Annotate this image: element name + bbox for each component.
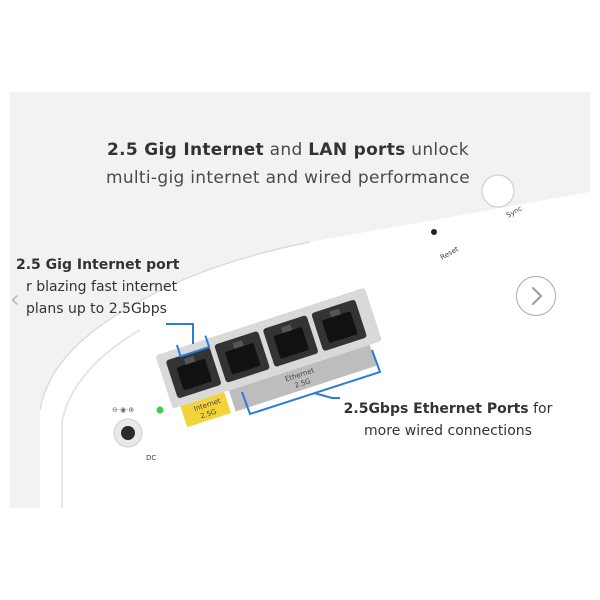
product-image-stage: Sync Reset ⊖·◉·⊕ DC [10,92,590,508]
ethernet-ports-callout-title: 2.5Gbps Ethernet Ports [343,401,529,417]
status-led [156,406,164,414]
headline-line-2: multi-gig internet and wired performance [105,168,471,188]
dc-polarity-icon: ⊖·◉·⊕ [112,406,134,414]
internet-port-callout-title: 2.5 Gig Internet port [16,257,180,273]
dc-label: DC [146,454,156,462]
ethernet-ports-callout-text: for [528,401,553,417]
ethernet-ports-callout-line-2: more wired connections [364,423,532,439]
router-body-outline [39,241,311,411]
internet-port-callout-line-1: r blazing fast internet [26,279,178,295]
headline-text-1: and [263,140,309,160]
ethernet-bracket-leader [313,392,340,399]
ethernet-port-tag [228,344,377,412]
router-body-edge [61,329,141,508]
headline-bold-2: LAN ports [308,140,406,160]
reset-pinhole [431,229,437,235]
dc-jack-inner [121,426,135,440]
sync-button [481,174,515,208]
internet-port-bracket [175,335,211,358]
ethernet-ports-callout: 2.5Gbps Ethernet Ports for more wired co… [328,398,568,442]
headline: 2.5 Gig Internet and LAN ports unlock mu… [10,136,566,192]
internet-bracket-leader [166,323,194,344]
headline-text-2: unlock [405,140,469,160]
chevron-right-icon [532,287,542,305]
internet-port-callout-line-2: plans up to 2.5Gbps [26,301,167,317]
internet-port-callout: 2.5 Gig Internet port r blazing fast int… [16,254,216,320]
router-illustration: Sync Reset ⊖·◉·⊕ DC [39,174,590,508]
headline-bold-1: 2.5 Gig Internet [107,140,264,160]
internet-port-tag [180,392,231,428]
port-block: Internet 2.5G Ethernet 2.5G [156,288,382,428]
next-slide-button[interactable] [516,276,556,316]
chevron-left-icon[interactable]: ‹ [10,285,20,313]
